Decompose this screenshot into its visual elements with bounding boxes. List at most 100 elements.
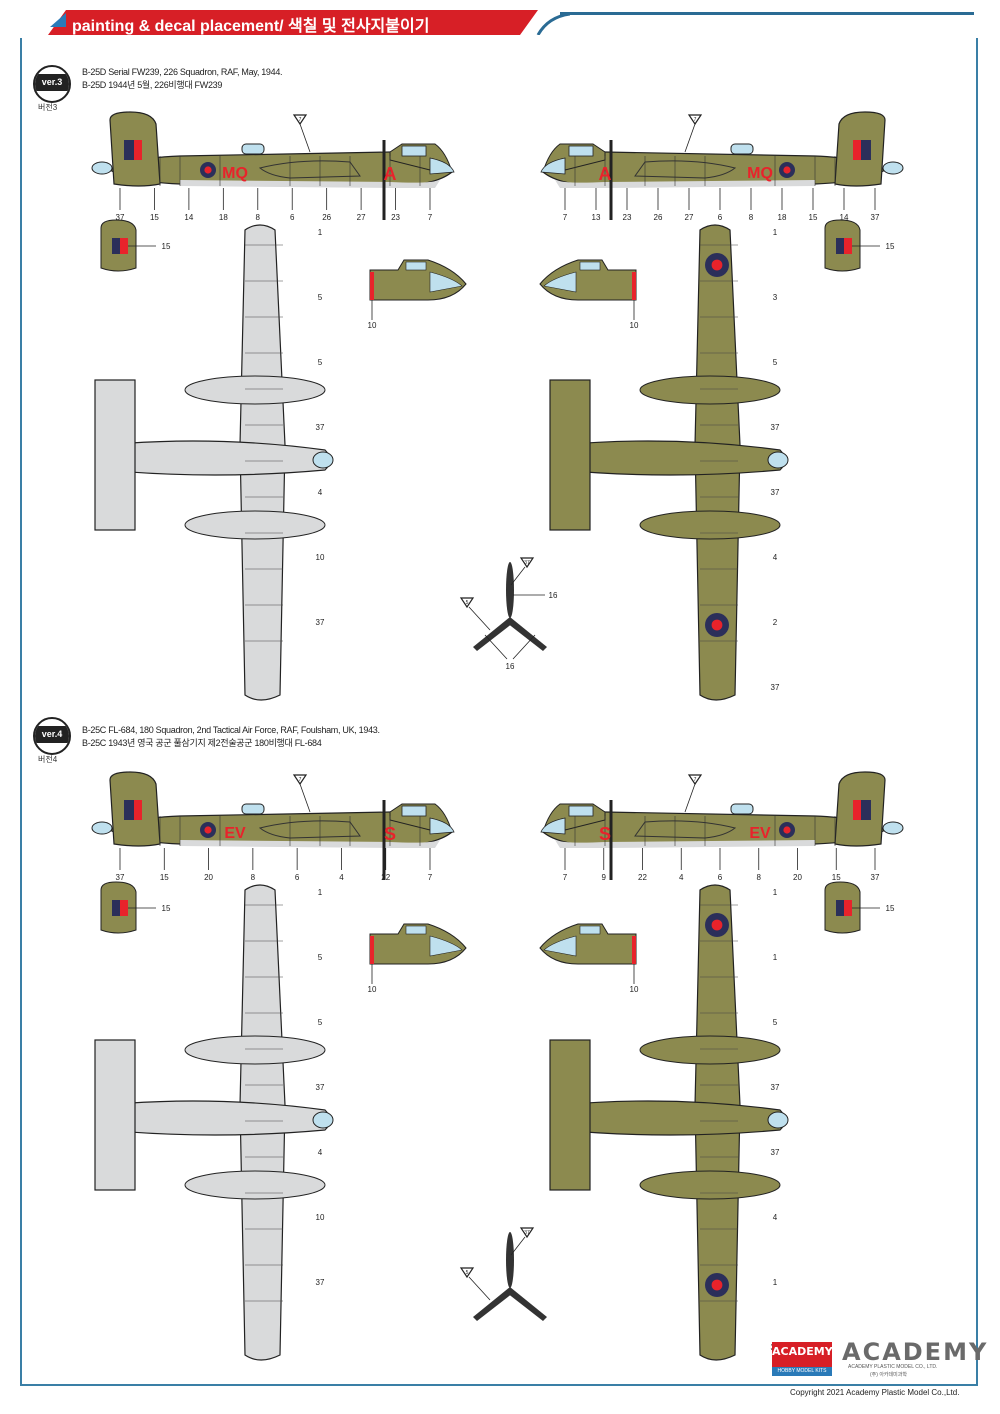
decal-callout-number: 37 (771, 1083, 780, 1092)
decal-callout-number: 4 (339, 873, 344, 882)
header-triangle-icon (50, 13, 66, 27)
decal-callout-number: 37 (316, 1278, 325, 1287)
profile-group (91, 771, 455, 880)
aircraft-letter: S (384, 824, 396, 844)
decal-callout-number: 1 (318, 888, 323, 897)
nose-detail: 10 (368, 923, 467, 994)
decal-callout-number: 5 (318, 1018, 323, 1027)
header-rule (560, 12, 974, 15)
roundel-center (204, 166, 212, 174)
tail-gun-position (882, 161, 904, 175)
fuselage-underside (555, 180, 815, 188)
nose-glazing (767, 451, 789, 469)
company-name: ACADEMY PLASTIC MODEL CO., LTD. (848, 1364, 938, 1370)
roundel-center (711, 619, 723, 631)
decal-callout-number: 10 (368, 321, 377, 330)
leader-line (484, 634, 508, 660)
decal-callout-number: 15 (160, 873, 169, 882)
academy-logo-box: ACADEMY HOBBY MODEL KITS (772, 1342, 833, 1376)
nose-detail: 10 (368, 259, 467, 330)
cockpit-glazing (405, 925, 427, 935)
decal-callout-number: 4 (773, 1213, 778, 1222)
paint-callout-label: 7 (694, 777, 697, 783)
propeller-detail: 375 (459, 1227, 547, 1321)
decal-callout-number: 10 (316, 553, 325, 562)
nose-detail: 10 (539, 259, 639, 330)
paint-callout-label: 5 (466, 1270, 469, 1276)
fin-flash-blue (861, 140, 871, 160)
decal-callout-number: 27 (357, 213, 366, 222)
astrodome (241, 803, 265, 815)
version-badge: ver.4 (33, 717, 71, 755)
cockpit-glazing (405, 261, 427, 271)
decal-callout-number: 20 (204, 873, 213, 882)
fin-flash-blue (836, 900, 844, 916)
paint-callout-label: 7 (299, 117, 302, 123)
nose-glazing (312, 1111, 334, 1129)
fin-flash-red (120, 238, 128, 254)
tail-fin-detail: 15 (824, 881, 895, 934)
leader-line (510, 1236, 526, 1256)
nose-group (369, 259, 467, 301)
fin-flash-blue (861, 800, 871, 820)
leader-line (299, 783, 311, 813)
decal-callout-number: 26 (654, 213, 663, 222)
roundel-center (783, 826, 791, 834)
aircraft-letter: A (599, 164, 612, 184)
tail-fin-detail: 15 (824, 219, 895, 272)
decal-callout-number: 3 (773, 293, 778, 302)
decal-callout-number: 6 (718, 213, 723, 222)
decal-callout-number: 1 (318, 228, 323, 237)
decal-callout-number: 15 (832, 873, 841, 882)
astrodome (241, 143, 265, 155)
decal-callout-number: 5 (773, 1018, 778, 1027)
decal-callout-number: 14 (184, 213, 193, 222)
decal-callout-number: 5 (318, 358, 323, 367)
paint-callout-marker (687, 774, 703, 786)
engine-nacelle-bottom (639, 1170, 781, 1200)
decal-callout-number: 6 (295, 873, 300, 882)
decal-callout-number: 37 (316, 423, 325, 432)
decal-callout-number: 37 (771, 683, 780, 692)
leader-line (684, 123, 696, 153)
company-name-ko: (주) 아카데미과학 (870, 1372, 907, 1378)
astrodome (730, 803, 754, 815)
paint-callout-marker (459, 1267, 475, 1279)
decal-callout-number: 7 (563, 213, 568, 222)
decal-callout-number: 15 (162, 904, 171, 913)
aircraft-letter: S (599, 824, 611, 844)
page-title: painting & decal placement/ 색칠 및 전사지붙이기 (72, 18, 430, 35)
decal-callout-number: 4 (679, 873, 684, 882)
version-caption-en: B-25C FL-684, 180 Squadron, 2nd Tactical… (82, 725, 380, 735)
decal-callout-number: 4 (318, 488, 323, 497)
fuselage-plan (104, 440, 331, 476)
cockpit-glazing (579, 925, 601, 935)
leader-line (468, 1276, 491, 1301)
decal-callout-number: 15 (162, 242, 171, 251)
fin-flash-red (844, 900, 852, 916)
leader-line (468, 606, 491, 631)
decal-callout-number: 37 (316, 618, 325, 627)
decal-callout-number: 10 (368, 985, 377, 994)
paint-callout-label: 7 (694, 117, 697, 123)
decal-callout-number: 15 (886, 904, 895, 913)
red-stripe (632, 272, 636, 300)
nose-glazing (429, 157, 455, 175)
decal-callout-number: 27 (685, 213, 694, 222)
horizontal-stabilizer (549, 379, 591, 531)
decal-callout-number: 37 (771, 1148, 780, 1157)
leader-line (512, 634, 536, 660)
decal-callout-number: 1 (773, 1278, 778, 1287)
fin-flash-blue (112, 238, 120, 254)
decal-callout-number: 14 (840, 213, 849, 222)
engine-nacelle-top (639, 1035, 781, 1065)
decal-callout-number: 15 (809, 213, 818, 222)
decal-callout-number: 4 (773, 553, 778, 562)
fuselage-plan (559, 440, 786, 476)
page-frame (20, 38, 978, 1386)
